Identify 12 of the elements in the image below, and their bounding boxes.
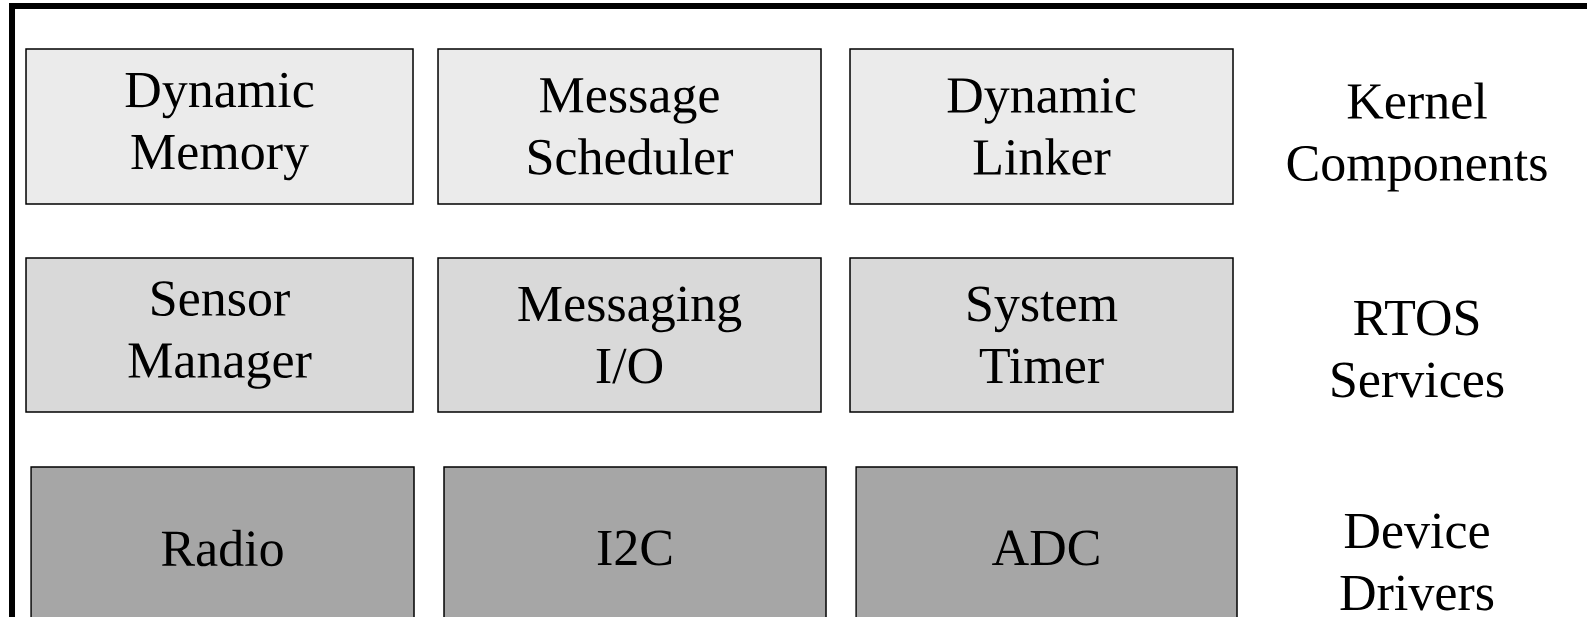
component-box: Messaging I/O bbox=[437, 257, 822, 413]
layer-label: RTOS Services bbox=[1332, 300, 1504, 398]
component-box: Sensor Manager bbox=[25, 257, 414, 413]
layer-label: Kernel Components bbox=[1287, 82, 1547, 192]
component-box: System Timer bbox=[849, 257, 1234, 413]
component-box: Message Scheduler bbox=[437, 48, 822, 205]
component-box: Dynamic Memory bbox=[25, 48, 414, 205]
layer-label: Device Drivers bbox=[1340, 513, 1494, 611]
component-box: I2C bbox=[443, 466, 827, 617]
component-box: Dynamic Linker bbox=[849, 48, 1234, 205]
component-box: ADC bbox=[855, 466, 1238, 617]
component-box: Radio bbox=[30, 466, 415, 617]
